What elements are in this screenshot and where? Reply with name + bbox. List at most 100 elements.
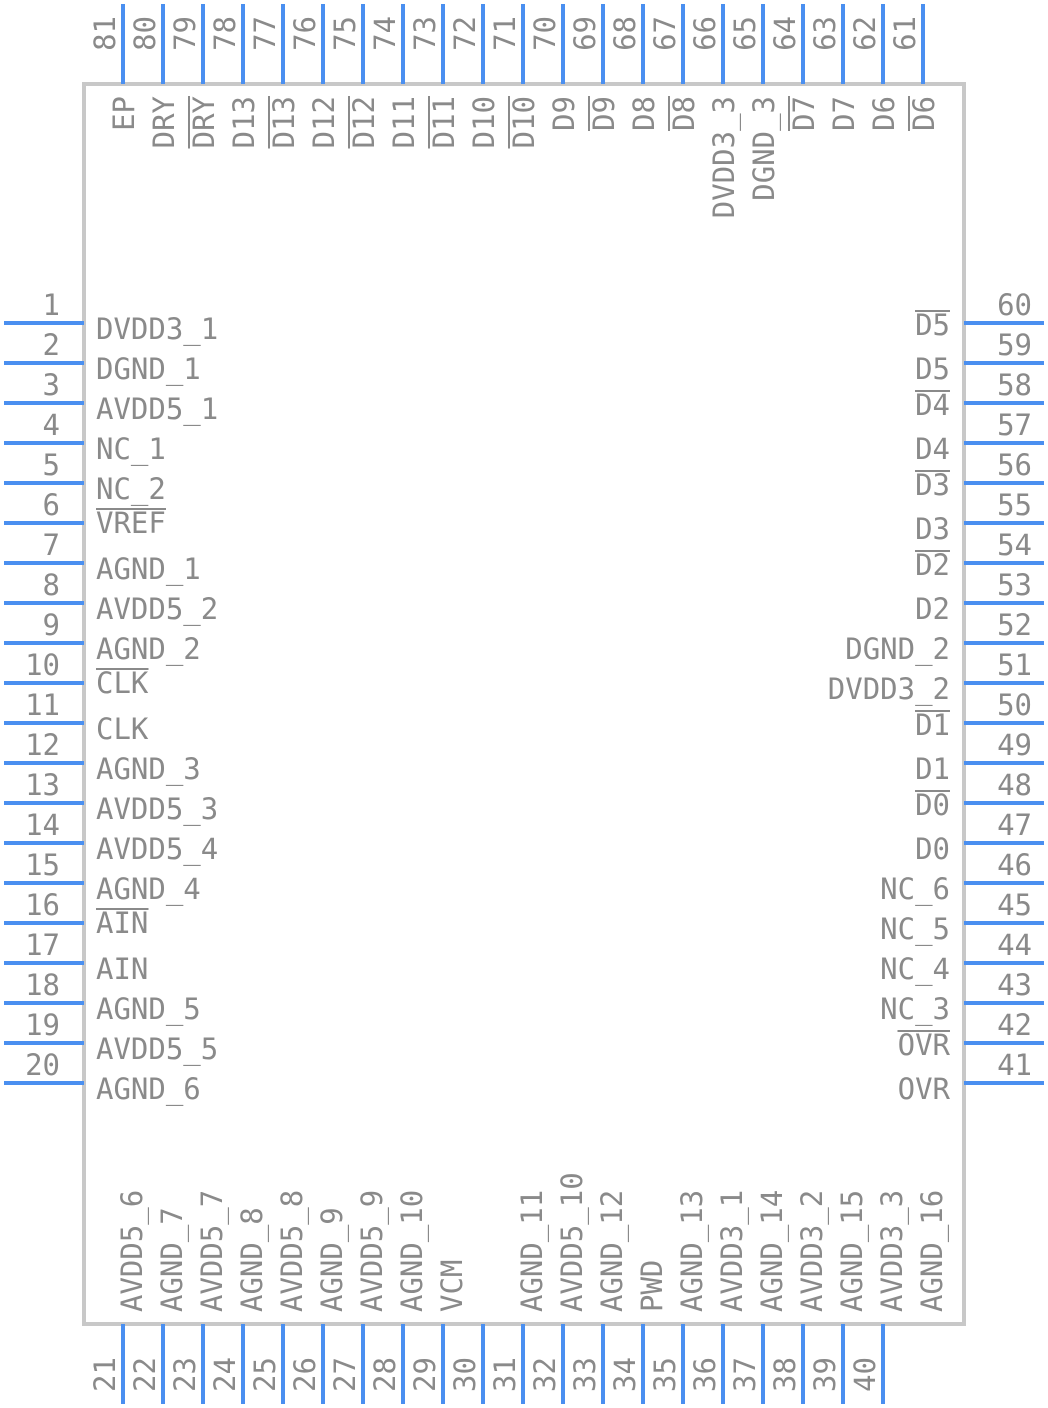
pin-label: AGND_10 xyxy=(395,1190,430,1312)
pin-label: AGND_3 xyxy=(96,752,201,787)
pin-number: 21 xyxy=(88,1357,122,1392)
pin-number: 35 xyxy=(648,1357,682,1392)
pin-label: NC_5 xyxy=(880,912,950,947)
pin-number: 62 xyxy=(848,16,882,51)
pin-label: DRY xyxy=(187,96,221,148)
pin-label: AVDD5_4 xyxy=(96,832,218,867)
top-pins: 81EP80DRY79DRY78D1377D1376D1275D1274D117… xyxy=(88,4,941,218)
pin-number: 64 xyxy=(768,16,802,51)
pin-number: 8 xyxy=(43,568,60,602)
pin-label: D7 xyxy=(827,96,861,131)
pin-label: OVR xyxy=(898,1028,951,1062)
pin-label: D3 xyxy=(915,512,950,546)
pin-label: D2 xyxy=(915,592,950,626)
pin-label: DVDD3_1 xyxy=(96,312,218,347)
pin-label: AVDD5_10 xyxy=(555,1172,590,1312)
pin-label: AGND_1 xyxy=(96,552,201,587)
pin-label: AGND_13 xyxy=(675,1190,710,1312)
pin-number: 17 xyxy=(25,928,60,962)
pin-label: D9 xyxy=(547,96,581,131)
pin-label: NC_2 xyxy=(96,472,166,507)
pin-number: 71 xyxy=(488,16,522,51)
pin-label: PWD xyxy=(635,1260,669,1312)
pin-label: AVDD5_2 xyxy=(96,592,218,627)
pin-label: CLK xyxy=(96,666,149,700)
pin-number: 34 xyxy=(608,1357,642,1392)
pin-number: 47 xyxy=(997,808,1032,842)
pin-label: AVDD5_6 xyxy=(115,1190,150,1312)
pin-label: AVDD5_8 xyxy=(275,1190,310,1312)
pin-label: DRY xyxy=(147,96,181,148)
pin-number: 79 xyxy=(168,16,202,51)
pin-unnumbered: AGND_16 xyxy=(915,1190,950,1312)
pin-number: 28 xyxy=(368,1357,402,1392)
pin-number: 37 xyxy=(728,1357,762,1392)
pin-label: D12 xyxy=(347,96,381,148)
pin-number: 39 xyxy=(808,1357,842,1392)
pin-number: 42 xyxy=(997,1008,1032,1042)
pin-number: 72 xyxy=(448,16,482,51)
pin-label: D10 xyxy=(507,96,541,148)
pin-label: D1 xyxy=(915,708,950,742)
pin-label: D11 xyxy=(427,96,461,148)
pin-number: 54 xyxy=(997,528,1032,562)
pin-label: AGND_8 xyxy=(235,1207,270,1312)
pin-number: 11 xyxy=(25,688,60,722)
pin-number: 38 xyxy=(768,1357,802,1392)
pin-label: VCM xyxy=(435,1260,469,1312)
pin-number: 2 xyxy=(43,328,60,362)
pin-5: 5NC_2 xyxy=(4,448,166,507)
pin-number: 53 xyxy=(997,568,1032,602)
pin-number: 52 xyxy=(997,608,1032,642)
pin-label: D8 xyxy=(627,96,661,131)
pin-label: DGND_2 xyxy=(845,632,950,667)
pin-label: AGND_9 xyxy=(315,1207,350,1312)
pin-label: VREF xyxy=(96,506,166,540)
pin-label: AIN xyxy=(96,906,148,940)
pin-number: 65 xyxy=(728,16,762,51)
pin-label: AVDD3_3 xyxy=(875,1190,910,1312)
pin-label: AVDD5_5 xyxy=(96,1032,218,1067)
pin-30: 30 xyxy=(448,1324,485,1404)
pin-label: D10 xyxy=(467,96,501,148)
pin-number: 23 xyxy=(168,1357,202,1392)
pin-number: 15 xyxy=(25,848,60,882)
pin-label: D12 xyxy=(307,96,341,148)
pin-number: 59 xyxy=(997,328,1032,362)
pin-label: DVDD3_2 xyxy=(828,672,950,707)
pin-number: 55 xyxy=(997,488,1032,522)
pin-number: 36 xyxy=(688,1357,722,1392)
pin-number: 31 xyxy=(488,1357,522,1392)
pin-number: 77 xyxy=(248,16,282,51)
pin-label: D4 xyxy=(915,388,950,422)
